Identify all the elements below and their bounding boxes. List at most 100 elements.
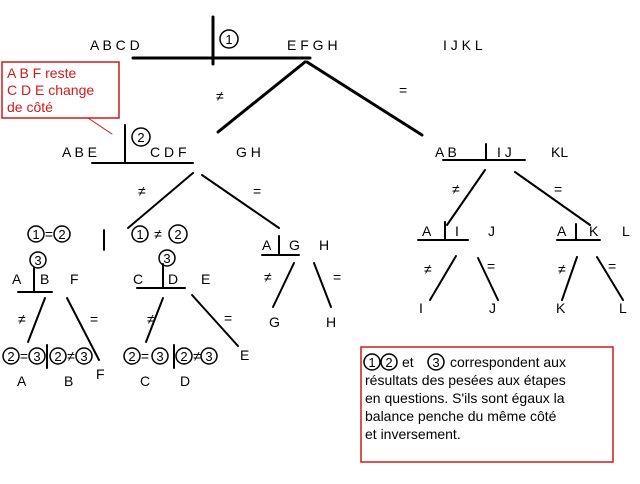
cond2-b-num: 2 xyxy=(174,227,181,242)
branch-1-eq xyxy=(305,60,424,137)
legend-circle-1 xyxy=(363,353,381,371)
cond2-a-num: 1 xyxy=(136,227,143,242)
step1-aside-group: I J K L xyxy=(443,37,483,53)
leafA-neq: ≠ xyxy=(67,348,75,364)
leafC-c4: 3 xyxy=(205,349,212,364)
w3b-right: D xyxy=(168,271,178,287)
w3c-neq-label: ≠ xyxy=(264,269,272,285)
circle-marker-3a xyxy=(29,251,47,269)
w3e-eq-result: L xyxy=(619,300,627,316)
note-box xyxy=(1,61,120,119)
w3c-neq-result: G xyxy=(269,314,280,330)
circle-marker-2-num: 2 xyxy=(137,130,144,145)
cond2-circle-b xyxy=(168,224,188,244)
legend-line3: en questions. S'ils sont égaux la xyxy=(365,390,565,406)
legend-circle-2 xyxy=(380,353,398,371)
circle-marker-3b xyxy=(158,249,176,267)
circle-marker-3b-num: 3 xyxy=(163,251,170,266)
w3a-left: A xyxy=(12,271,22,287)
step1-left-group: A B C D xyxy=(90,37,140,53)
branch-3b-eq xyxy=(191,294,239,347)
branch-3e-neq xyxy=(561,256,578,301)
leafC-circle-2 xyxy=(151,347,169,365)
w3c-right: G xyxy=(289,237,300,253)
step2a-left-group: A B E xyxy=(62,144,97,160)
branch-3a-neq xyxy=(27,297,46,343)
w3e-neq-label: ≠ xyxy=(558,261,566,277)
branch-1-neq xyxy=(216,60,307,134)
w3b-left: C xyxy=(133,271,143,287)
cond2-relation: ≠ xyxy=(154,226,162,242)
leafC-circle-4 xyxy=(200,347,218,365)
leafC-circle-3 xyxy=(175,347,193,365)
branch-3d-neq xyxy=(429,255,457,301)
leafC-eq: = xyxy=(141,348,149,364)
leafA-c2: 3 xyxy=(33,349,40,364)
branch2a-eq-label: = xyxy=(253,183,261,199)
leafC-c3: 2 xyxy=(180,349,187,364)
leafC-c2: 3 xyxy=(156,349,163,364)
w3a-right: B xyxy=(40,271,49,287)
branch-3b-neq xyxy=(145,297,164,343)
cond1-circle-a xyxy=(27,225,45,243)
legend-c1: 1 xyxy=(368,355,375,370)
w3b-eq-label: = xyxy=(224,310,232,326)
w3d-eq-label: = xyxy=(487,258,495,274)
w3c-eq-result: H xyxy=(326,314,336,330)
leafC-c1: 2 xyxy=(128,349,135,364)
w3b-eq-result: E xyxy=(240,347,249,363)
branch2a-neq-label: ≠ xyxy=(138,183,146,199)
step2b-left-group: A B xyxy=(435,144,457,160)
step2a-right-group: C D F xyxy=(150,144,187,160)
w3d-neq-result: I xyxy=(419,300,423,316)
branch2b-eq-label: = xyxy=(554,181,562,197)
leafA-eq: = xyxy=(20,348,28,364)
cond1-b-num: 2 xyxy=(58,227,65,242)
leafA-circle-2 xyxy=(28,347,46,365)
w3d-right: I xyxy=(455,223,459,239)
cond1-circle-b xyxy=(53,225,71,243)
branch-2b-neq xyxy=(446,169,486,226)
w3e-eq-label: = xyxy=(608,258,616,274)
leafA-result-1: A xyxy=(17,373,27,389)
leafC-result-1: C xyxy=(140,373,150,389)
leafA-c1: 2 xyxy=(7,349,14,364)
w3a-neq-label: ≠ xyxy=(18,311,26,327)
step2b-right-group: I J xyxy=(497,144,512,160)
note-pointer xyxy=(87,117,113,135)
w3a-aside: F xyxy=(70,271,79,287)
w3e-left: A xyxy=(557,223,567,239)
w3e-neq-result: K xyxy=(556,300,566,316)
legend-line4: balance penche du même côté xyxy=(365,408,557,424)
legend-c3: 3 xyxy=(432,355,439,370)
legend-et: et xyxy=(402,354,414,370)
w3c-aside: H xyxy=(319,237,329,253)
branch2b-neq-label: ≠ xyxy=(452,181,460,197)
legend-line1: correspondent aux xyxy=(450,354,566,370)
circle-marker-1-num: 1 xyxy=(225,32,232,47)
w3d-aside: J xyxy=(488,223,495,239)
cond1-relation: = xyxy=(45,226,53,242)
legend-line5: et inversement. xyxy=(365,426,461,442)
note-line2: C D E change xyxy=(7,82,94,98)
w3c-eq-label: = xyxy=(333,269,341,285)
legend-c2: 2 xyxy=(385,355,392,370)
w3d-eq-result: J xyxy=(489,300,496,316)
w3d-neq-label: ≠ xyxy=(424,261,432,277)
leafC-circle-1 xyxy=(123,347,141,365)
cond2-circle-a xyxy=(131,225,149,243)
leafA-c3: 2 xyxy=(54,349,61,364)
leafA-result-2: B xyxy=(64,373,73,389)
branch-2a-neq xyxy=(127,172,194,229)
step2b-aside-group: KL xyxy=(551,144,568,160)
branch-3a-eq xyxy=(66,297,100,361)
branch-3d-eq xyxy=(477,257,499,301)
w3c-left: A xyxy=(262,237,272,253)
circle-marker-2 xyxy=(131,127,151,147)
note-line1: A B F reste xyxy=(7,65,76,81)
w3d-left: A xyxy=(422,223,432,239)
w3b-aside: E xyxy=(201,271,210,287)
circle-marker-3a-num: 3 xyxy=(34,253,41,268)
leafA-circle-3 xyxy=(49,347,67,365)
